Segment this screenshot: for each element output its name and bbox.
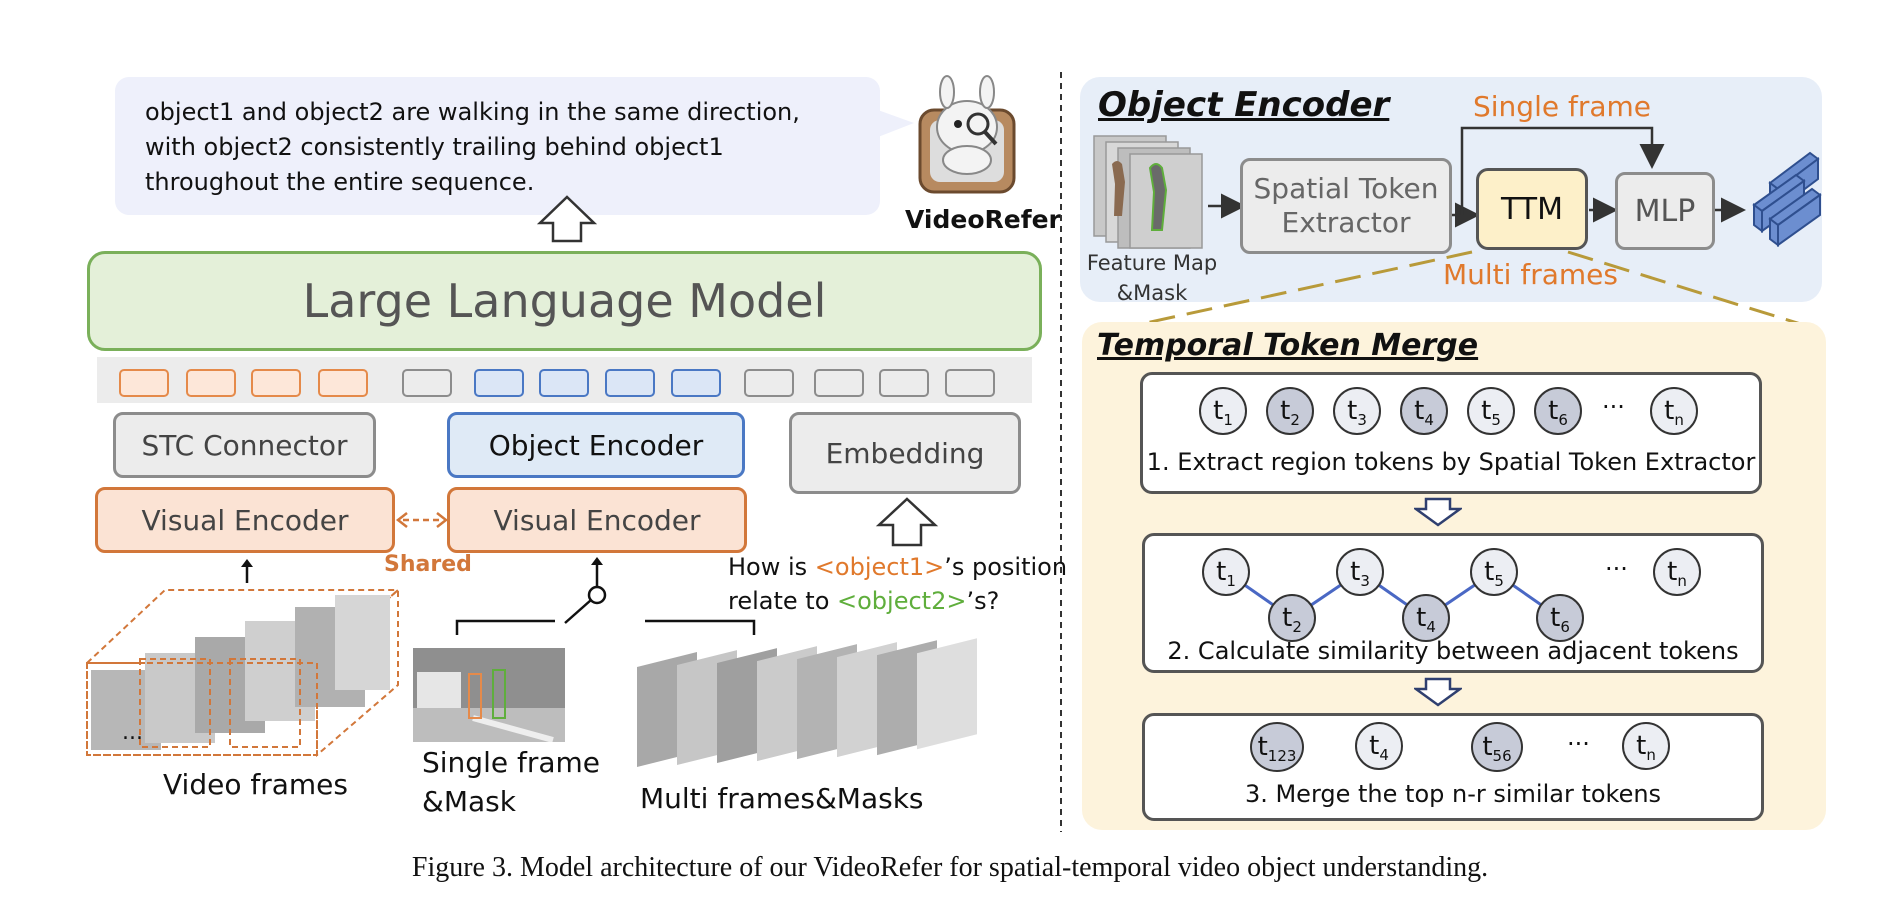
mlp-label: MLP	[1634, 193, 1696, 229]
step1-dots: ···	[1602, 393, 1625, 421]
feature-map-icon	[1093, 135, 1203, 249]
object-token	[539, 369, 589, 397]
question-p1: How is	[728, 553, 815, 581]
up-arrow-llm-icon	[537, 195, 597, 243]
text-token	[945, 369, 995, 397]
single-frame-label-2: &Mask	[422, 785, 516, 818]
shared-label: Shared	[384, 552, 472, 577]
step2-dots: ···	[1605, 555, 1628, 583]
up-arrow-embedding-icon	[875, 497, 939, 547]
object1-tag: <object1>	[814, 553, 945, 581]
bubble-tail	[878, 110, 914, 137]
visual-token	[318, 369, 368, 397]
question-p2: ’s position	[944, 553, 1068, 581]
text-token	[879, 369, 929, 397]
object-token	[671, 369, 721, 397]
single-frame-path-label: Single frame	[1473, 90, 1652, 123]
video-frames-stack	[85, 587, 401, 758]
single-frame-image	[413, 648, 565, 742]
videorefer-logo-label: VideoRefer	[905, 205, 1061, 234]
question-p3: relate to	[728, 587, 838, 615]
object-encoder-label: Object Encoder	[488, 428, 704, 462]
step1-label: 1. Extract region tokens by Spatial Toke…	[1146, 448, 1756, 476]
visual-encoder-mid-label: Visual Encoder	[493, 503, 701, 537]
panel-divider	[1060, 72, 1062, 832]
object-token	[605, 369, 655, 397]
step3-label: 3. Merge the top n-r similar tokens	[1244, 780, 1662, 808]
token-bar	[97, 357, 1032, 403]
visual-encoder-mid-box: Visual Encoder	[447, 487, 747, 553]
small-up-arrow-icon	[241, 559, 253, 583]
visual-encoder-left-label: Visual Encoder	[141, 503, 349, 537]
visual-encoder-left-box: Visual Encoder	[95, 487, 395, 553]
embedding-label: Embedding	[825, 436, 985, 470]
large-language-model-box: Large Language Model	[87, 251, 1042, 351]
spatial-token-extractor-label-2: Extractor	[1281, 206, 1411, 239]
text-token	[402, 369, 452, 397]
multi-frames-path-label: Multi frames	[1443, 258, 1618, 291]
video-frames-ellipsis: ...	[122, 720, 143, 745]
mlp-box: MLP	[1615, 172, 1715, 250]
videorefer-logo-icon	[918, 75, 1016, 194]
down-arrow-1-icon	[1414, 497, 1462, 527]
single-frame-label-1: Single frame	[422, 746, 601, 779]
video-frames-label: Video frames	[163, 768, 348, 801]
embedding-box: Embedding	[789, 412, 1021, 494]
multi-frames-stack	[637, 638, 977, 768]
shared-arrow-icon	[395, 512, 449, 528]
spatial-token-extractor-label-1: Spatial Token	[1253, 172, 1439, 205]
figure-caption: Figure 3. Model architecture of our Vide…	[411, 852, 1489, 883]
visual-token	[186, 369, 236, 397]
text-token	[814, 369, 864, 397]
feature-map-label: Feature Map &Mask	[1082, 248, 1222, 308]
multi-frames-label: Multi frames&Masks	[640, 782, 924, 815]
step2-label: 2. Calculate similarity between adjacent…	[1167, 637, 1739, 665]
temporal-token-merge-title: Temporal Token Merge	[1097, 328, 1479, 363]
answer-bubble: object1 and object2 are walking in the s…	[115, 77, 880, 215]
object-encoder-flow-arrows	[1208, 126, 1746, 228]
ttm-label: TTM	[1500, 191, 1563, 227]
object2-tag: <object2>	[837, 587, 967, 615]
question-text: How is <object1>’s position relate to <o…	[728, 550, 1067, 618]
visual-token	[119, 369, 169, 397]
feature-map-label-2: &Mask	[1116, 281, 1188, 305]
output-tokens-icon	[1752, 151, 1822, 247]
stc-connector-box: STC Connector	[113, 412, 376, 478]
answer-text: object1 and object2 are walking in the s…	[145, 98, 800, 196]
text-token	[744, 369, 794, 397]
question-p4: ’s?	[966, 587, 1000, 615]
single-frame-label: Single frame &Mask	[422, 743, 600, 821]
visual-token	[251, 369, 301, 397]
object-encoder-box: Object Encoder	[447, 412, 745, 478]
step3-dots: ···	[1567, 730, 1590, 758]
llm-label: Large Language Model	[302, 274, 827, 328]
down-arrow-2-icon	[1414, 677, 1462, 707]
object-token	[474, 369, 524, 397]
object-encoder-panel-title: Object Encoder	[1098, 85, 1390, 125]
ttm-box: TTM	[1476, 168, 1588, 250]
stc-connector-label: STC Connector	[141, 428, 348, 462]
feature-map-label-1: Feature Map	[1086, 251, 1218, 275]
switch-connector-icon	[455, 557, 756, 635]
